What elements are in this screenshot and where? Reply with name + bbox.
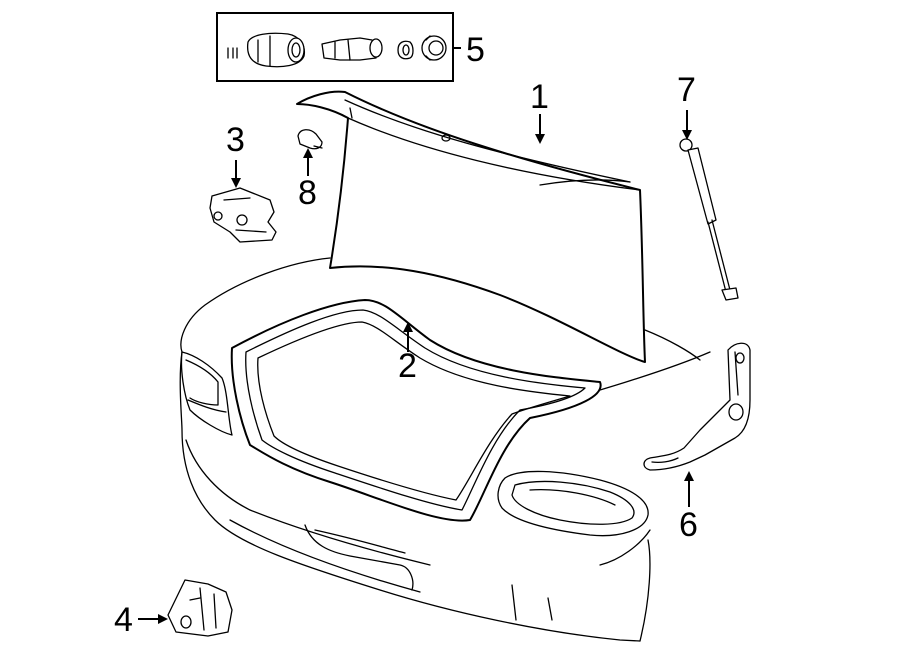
callout-arrows [138, 47, 694, 624]
callout-5: 5 [466, 31, 485, 69]
callout-2: 2 [398, 347, 417, 385]
trunk-latch [209, 187, 277, 243]
callout-8: 8 [298, 174, 317, 212]
callout-4: 4 [114, 601, 133, 639]
car-rear-body [179, 257, 711, 642]
lock-cap [421, 35, 447, 61]
callout-3: 3 [226, 121, 245, 159]
left-tail-lamp [180, 351, 233, 436]
lock-cylinder [246, 32, 306, 68]
trunk-weatherstrip [230, 299, 602, 522]
callout-6: 6 [679, 506, 698, 544]
callout-1: 1 [530, 78, 549, 116]
lock-bezel [397, 40, 414, 60]
trunk-lid [296, 90, 646, 363]
lock-cylinder-box [216, 12, 454, 82]
callout-7: 7 [677, 71, 696, 109]
callout-labels: 1 2 3 4 5 6 7 8 [114, 31, 698, 639]
lock-housing [321, 37, 383, 61]
trunk-striker [167, 579, 233, 637]
retainer-clips [227, 47, 238, 59]
trunk-hinge [643, 342, 751, 471]
lift-support-strut [679, 138, 739, 301]
lid-bumper [297, 129, 323, 150]
right-tail-lamp [497, 470, 649, 537]
